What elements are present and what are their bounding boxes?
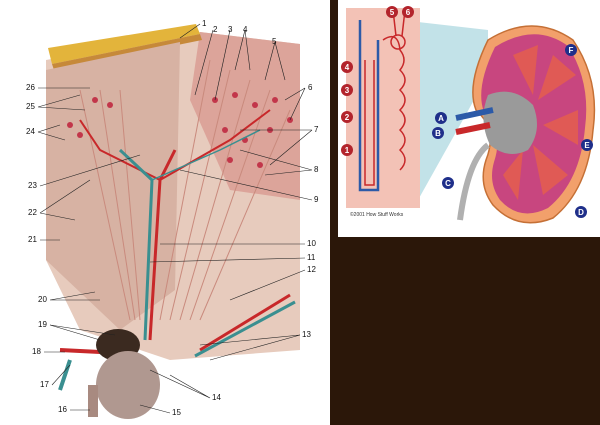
glomeruli — [67, 92, 293, 168]
badge-F-text: F — [569, 46, 574, 55]
badge-6 — [402, 6, 414, 18]
nephron-tubules — [358, 9, 406, 192]
badge-4-text: 4 — [345, 63, 350, 72]
label-15: 15 — [172, 408, 181, 417]
badge-5 — [386, 6, 398, 18]
label-8: 8 — [314, 165, 319, 174]
structure-labels: 1 2 3 4 5 6 7 8 9 10 11 12 13 14 15 16 1… — [26, 19, 319, 417]
renal-pelvis — [483, 91, 537, 154]
badge-C-text: C — [445, 179, 451, 188]
label-6: 6 — [308, 83, 313, 92]
label-10: 10 — [307, 239, 316, 248]
renal-pyramids — [503, 45, 578, 200]
badge-B-text: B — [435, 129, 441, 138]
label-12: 12 — [307, 265, 316, 274]
badge-E — [581, 139, 593, 151]
minor-calyx — [96, 351, 160, 419]
medullary-rays — [79, 59, 291, 321]
label-1: 1 — [202, 19, 207, 28]
copyright-text: ©2001 How Stuff Works — [350, 211, 404, 218]
renal-artery — [455, 122, 491, 135]
badge-A — [435, 112, 447, 124]
badge-F — [565, 44, 577, 56]
label-11: 11 — [307, 253, 316, 262]
badge-4 — [341, 61, 353, 73]
nephron-inset — [346, 8, 420, 208]
kidney-nephron-illustration-panel: ©2001 How Stuff Works 1 2 3 4 — [338, 0, 600, 237]
renal-pyramid-diagram: 1 2 3 4 5 6 7 8 9 10 11 12 13 14 15 16 1… — [26, 19, 319, 419]
label-7: 7 — [314, 125, 319, 134]
ureter-segment — [88, 385, 98, 417]
label-17: 17 — [40, 380, 49, 389]
cortex-region — [190, 32, 300, 200]
label-leaders — [37, 23, 313, 414]
label-16: 16 — [58, 405, 67, 414]
renal-capsule — [48, 24, 200, 64]
label-19: 19 — [38, 320, 47, 329]
kidney-nephron-diagram: ©2001 How Stuff Works 1 2 3 4 — [341, 6, 596, 224]
badge-3 — [341, 84, 353, 96]
kidney-letter-badges: A B C D E F — [432, 44, 593, 218]
badge-1 — [341, 144, 353, 156]
label-13: 13 — [302, 330, 311, 339]
badge-A-text: A — [438, 114, 444, 123]
badge-1-text: 1 — [345, 146, 350, 155]
badge-C — [442, 177, 454, 189]
label-3: 3 — [228, 25, 233, 34]
label-2: 2 — [213, 25, 218, 34]
label-23: 23 — [28, 181, 37, 190]
badge-2 — [341, 111, 353, 123]
label-20: 20 — [38, 295, 47, 304]
label-4: 4 — [243, 25, 248, 34]
renal-pyramid-illustration-panel: 1 2 3 4 5 6 7 8 9 10 11 12 13 14 15 16 1… — [0, 0, 330, 425]
label-18: 18 — [32, 347, 41, 356]
label-14: 14 — [212, 393, 221, 402]
label-26: 26 — [26, 83, 35, 92]
label-5: 5 — [272, 37, 277, 46]
badge-2-text: 2 — [345, 113, 350, 122]
badge-D-text: D — [578, 208, 584, 217]
magnification-wedge — [418, 22, 488, 200]
veins — [58, 129, 296, 391]
badge-5-text: 5 — [390, 8, 395, 17]
label-9: 9 — [314, 195, 319, 204]
cut-face-medulla — [46, 42, 180, 330]
renal-vein — [455, 107, 494, 121]
label-22: 22 — [28, 208, 37, 217]
nephron-number-badges: 1 2 3 4 5 6 — [341, 6, 414, 156]
badge-D — [575, 206, 587, 218]
badge-3-text: 3 — [345, 86, 350, 95]
label-24: 24 — [26, 127, 35, 136]
ureter — [457, 142, 490, 221]
label-25: 25 — [26, 102, 35, 111]
badge-E-text: E — [584, 141, 590, 150]
badge-B — [432, 127, 444, 139]
badge-6-text: 6 — [406, 8, 411, 17]
label-21: 21 — [28, 235, 37, 244]
